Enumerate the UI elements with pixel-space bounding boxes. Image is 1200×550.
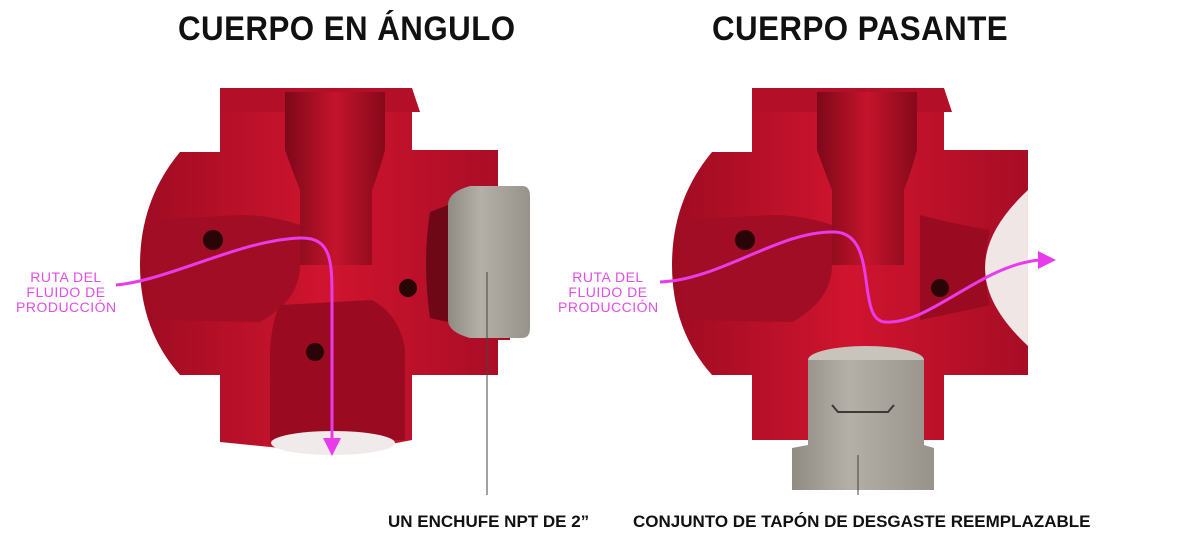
angle-npt-callout: UN ENCHUFE NPT DE 2” [388, 512, 590, 531]
through-port-hole [735, 230, 755, 250]
through-flow-path [659, 230, 1041, 324]
through-port-hole [931, 279, 949, 297]
flow-label-line: RUTA DEL [572, 269, 644, 285]
flow-label-line: FLUIDO DE [568, 284, 648, 300]
flow-label-line: PRODUCCIÓN [558, 299, 659, 315]
angle-flow-label: RUTA DEL FLUIDO DE PRODUCCIÓN [16, 270, 116, 315]
through-outlet-bore [920, 215, 990, 320]
through-wear-plug [792, 360, 934, 490]
angle-vertical-bore [285, 92, 385, 265]
angle-outlet-bore [270, 300, 405, 440]
angle-body-casting [140, 88, 510, 450]
angle-plug-recess [426, 205, 448, 322]
through-flow-arrowhead [1038, 251, 1056, 269]
angle-flow-arrowhead [323, 438, 341, 456]
angle-npt-plug [448, 186, 530, 338]
title-through-body: CUERPO PASANTE [712, 10, 1009, 48]
through-plug-callout: CONJUNTO DE TAPÓN DE DESGASTE REEMPLAZAB… [633, 512, 1091, 531]
angle-body-valve [140, 88, 530, 455]
angle-flow-path [115, 236, 334, 440]
through-flow-label: RUTA DEL FLUIDO DE PRODUCCIÓN [558, 270, 658, 315]
through-body-valve [672, 88, 1028, 490]
flow-label-line: RUTA DEL [30, 269, 102, 285]
through-plug-clip [831, 404, 895, 413]
angle-port-hole [306, 343, 324, 361]
through-inlet-bore [679, 215, 832, 322]
flow-label-line: FLUIDO DE [26, 284, 106, 300]
flow-label-line: PRODUCCIÓN [16, 299, 117, 315]
title-angle-body: CUERPO EN ÁNGULO [178, 10, 516, 48]
angle-port-hole [203, 230, 223, 250]
angle-port-hole [399, 279, 417, 297]
through-vertical-bore [817, 92, 917, 265]
angle-inlet-bore [147, 215, 300, 322]
